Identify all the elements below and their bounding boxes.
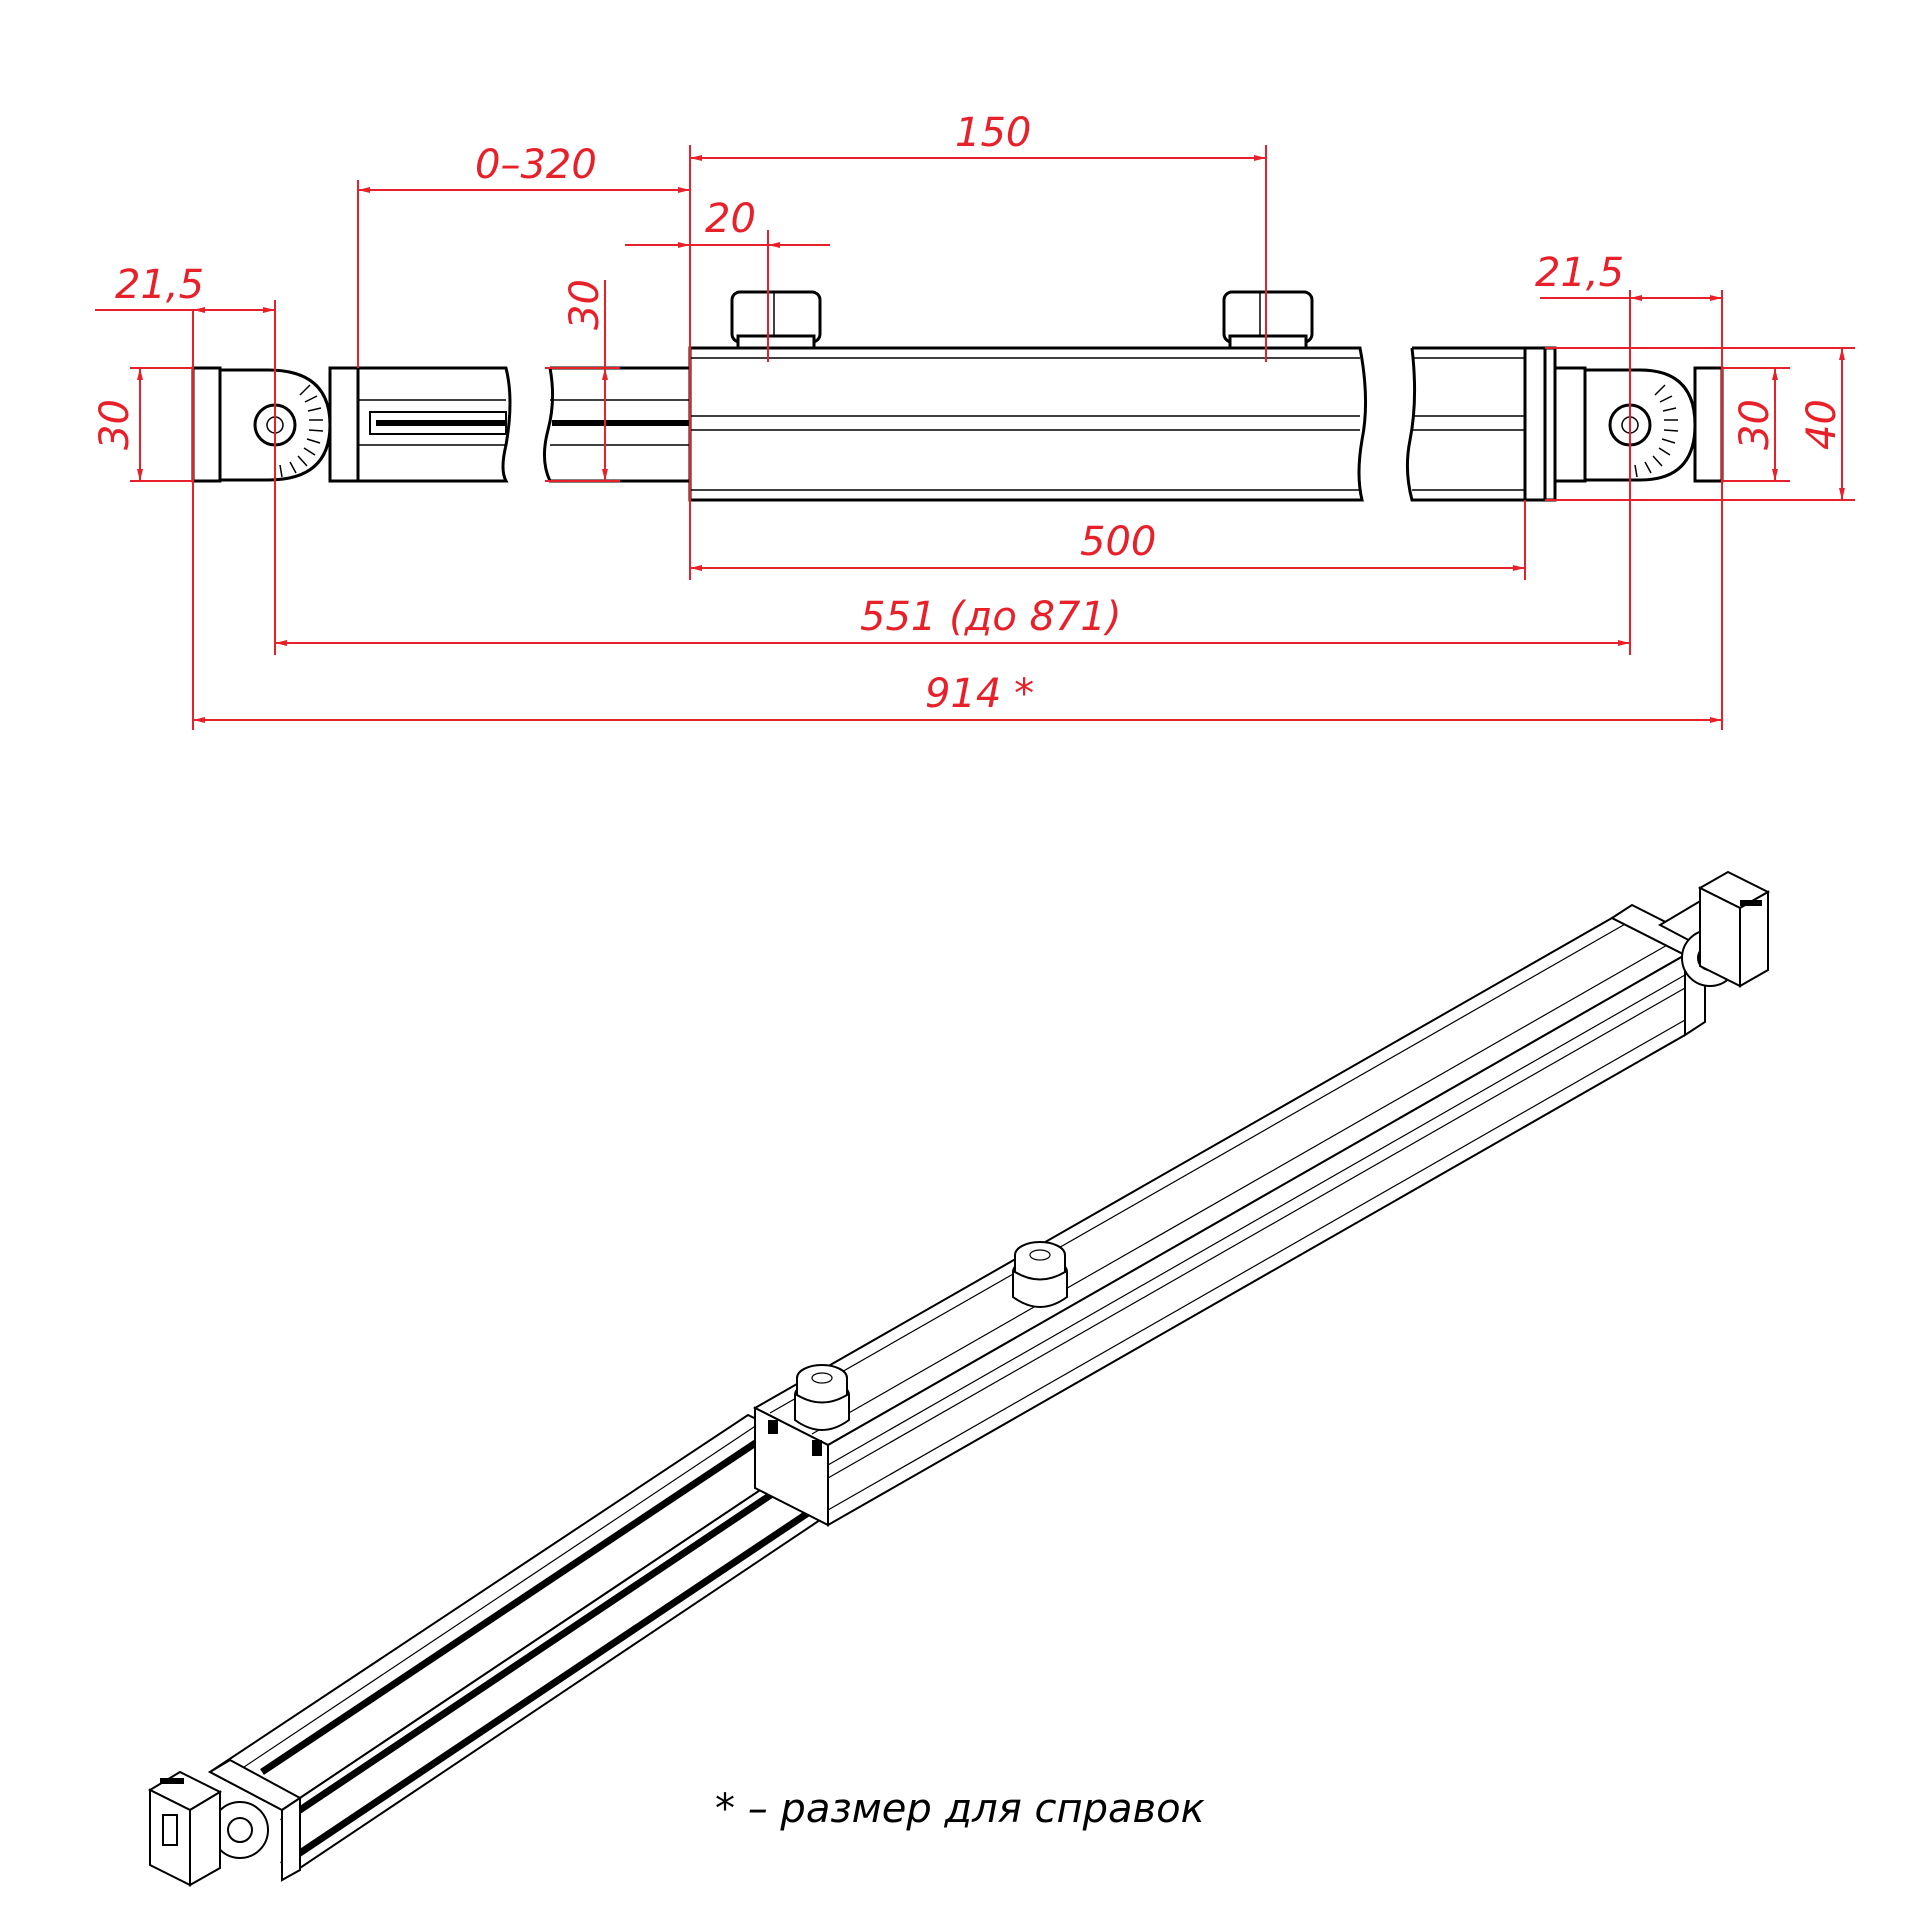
iso-left-end	[147, 1758, 302, 1887]
dim-joint-to-joint: 551 (до 871)	[860, 594, 1121, 640]
dimensions: 21,5 0–320 150 20 30 30 21,5 30 40 500 5…	[92, 110, 1855, 730]
outer-tube	[688, 346, 1527, 502]
isometric-view	[147, 870, 1771, 1887]
reference-note: * – размер для справок	[715, 1786, 1205, 1832]
dim-left-end-height: 30	[92, 399, 138, 450]
dim-inner-profile-height: 30	[562, 279, 608, 330]
dim-right-end-total-height: 40	[1799, 399, 1845, 450]
iso-inner-profile	[208, 1413, 823, 1882]
dim-right-end-offset: 21,5	[1535, 250, 1624, 296]
iso-right-end	[1609, 870, 1771, 1037]
dim-overall-length: 914 *	[925, 671, 1034, 717]
inner-profile	[358, 366, 692, 483]
dim-right-end-height: 30	[1732, 399, 1778, 450]
right-end-cap	[1523, 346, 1724, 502]
iso-knob-1	[794, 1364, 850, 1431]
dim-offset-left: 21,5	[115, 262, 204, 308]
side-view	[191, 290, 1724, 502]
dim-stroke-range: 0–320	[475, 142, 597, 188]
knob-2	[1222, 290, 1314, 350]
knob-1	[730, 290, 822, 350]
iso-knob-2	[1012, 1241, 1068, 1308]
iso-outer-tube	[752, 916, 1688, 1527]
dim-outer-tube-length: 500	[1080, 519, 1156, 565]
dim-knob-offset: 20	[705, 196, 756, 242]
dim-knob-spacing: 150	[955, 110, 1031, 156]
